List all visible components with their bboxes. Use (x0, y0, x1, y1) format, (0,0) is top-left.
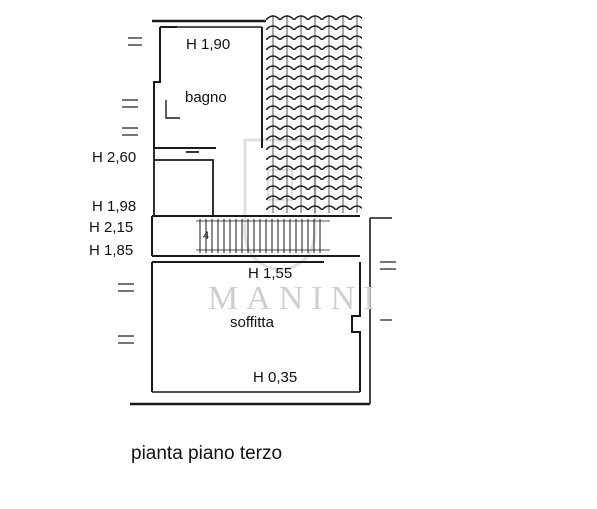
height-label: H 2,60 (92, 149, 137, 166)
stair-marker: 4 (203, 230, 210, 242)
right-tick-marks (380, 261, 396, 321)
stair-steps (199, 219, 321, 253)
roof-tiles (266, 15, 362, 213)
height-label: H 1,98 (92, 198, 137, 215)
watermark-brand: MANINI (208, 280, 383, 317)
height-label: H 0,35 (253, 369, 298, 386)
height-label: H 1,55 (248, 265, 293, 282)
plan-caption: pianta piano terzo (131, 443, 283, 464)
left-tick-marks (118, 37, 142, 344)
stair-band (151, 215, 360, 257)
height-label: H 1,90 (186, 36, 231, 53)
room-label-soffitta: soffitta (230, 314, 274, 331)
height-label: H 1,85 (89, 242, 134, 259)
closet-walls (153, 148, 214, 216)
adjacent-wall (369, 217, 392, 404)
bagno-walls (153, 26, 263, 149)
room-label-bagno: bagno (185, 89, 227, 106)
stair-rail (196, 220, 330, 251)
bagno-door (165, 100, 180, 119)
soffitta-walls (151, 261, 361, 392)
height-label: H 2,15 (89, 219, 134, 236)
